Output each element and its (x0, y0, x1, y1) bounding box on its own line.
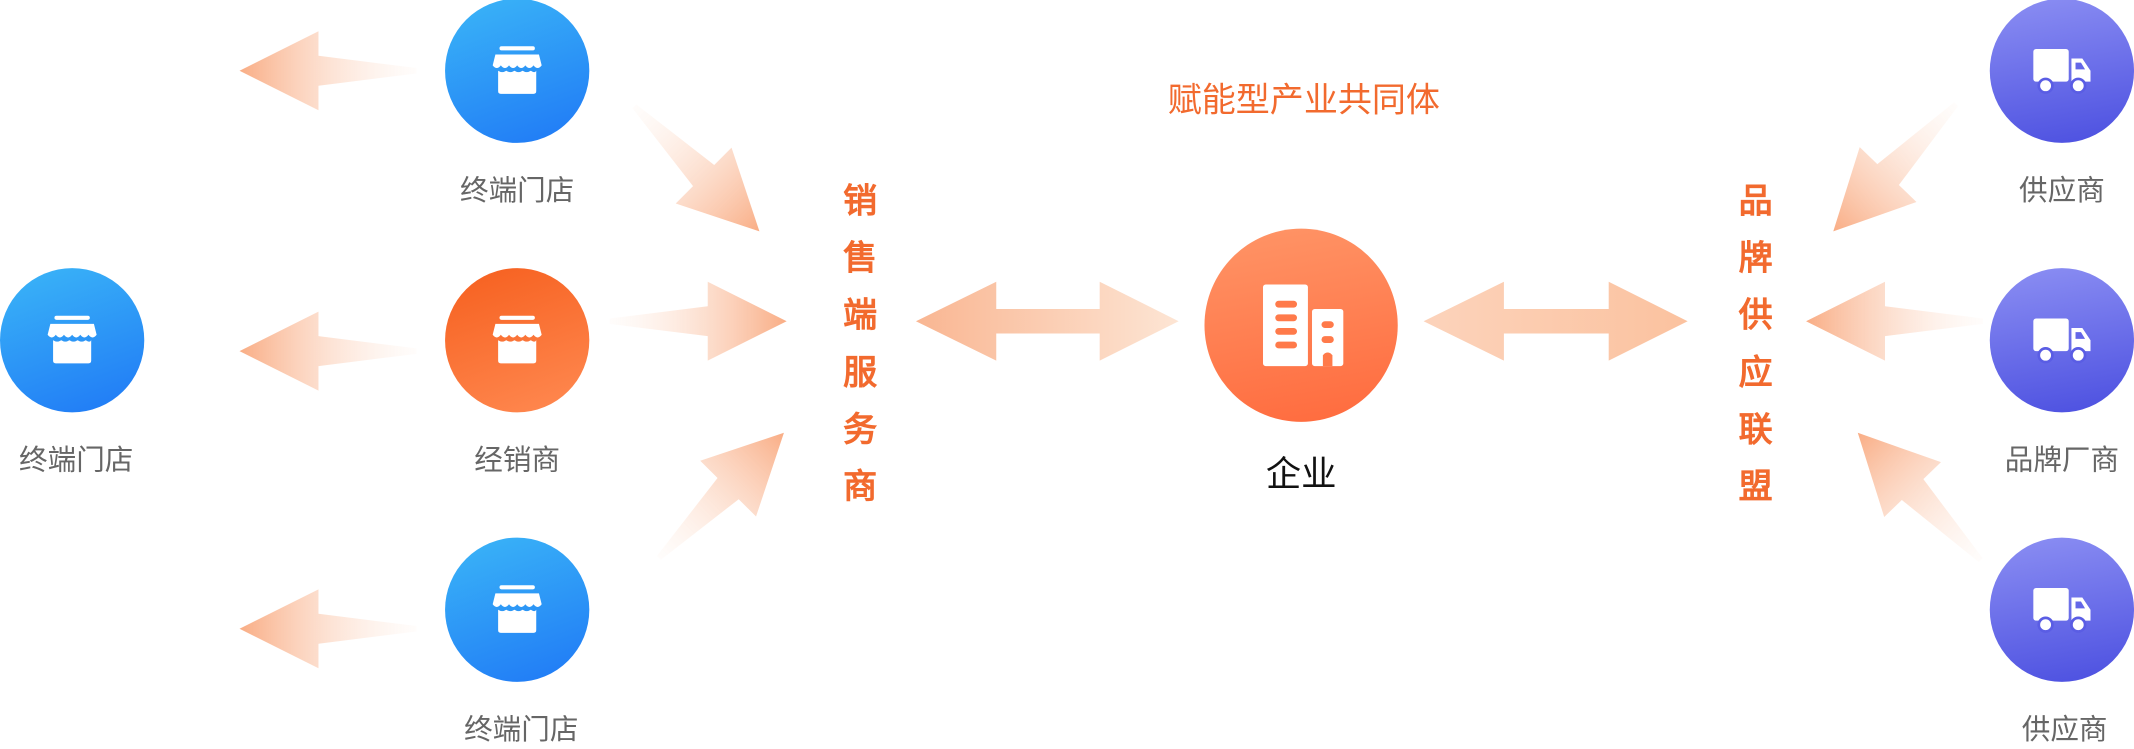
double-arrow-right (1423, 281, 1688, 361)
truck-icon (2033, 48, 2091, 94)
brand-manufacturer-node (1989, 268, 2134, 413)
arrow-supplier-top-to-alliance (1804, 76, 1985, 259)
arrow-store-top-to-sales (606, 78, 788, 260)
store-icon (492, 315, 542, 364)
store-label-left: 终端门店 (19, 443, 134, 477)
brand-alliance-label: 品牌供应联盟 (1733, 182, 1774, 526)
store-icon (492, 585, 542, 633)
enterprise-label: 企业 (1265, 454, 1337, 496)
arrow-brand-to-alliance (1806, 281, 1983, 361)
arrow-to-store-top (239, 31, 417, 111)
store-node-bottom (445, 537, 590, 682)
sales-service-label: 销售端服务商 (838, 182, 878, 526)
diagram-title: 赋能型产业共同体 (1167, 80, 1440, 120)
distributor-node (445, 268, 590, 413)
distributor-label: 经销商 (474, 443, 561, 477)
store-node-top (445, 0, 590, 143)
arrow-to-store-bottom (239, 589, 417, 669)
supplier-label-top: 供应商 (2019, 174, 2105, 207)
store-label-bottom: 终端门店 (464, 713, 579, 746)
supplier-node-bottom (1989, 537, 2134, 682)
double-arrow-left (915, 281, 1179, 361)
supplier-node-top (1989, 0, 2134, 143)
truck-icon (2033, 318, 2091, 364)
store-label-top: 终端门店 (460, 174, 575, 207)
arrow-store-bottom-to-sales (630, 404, 812, 586)
arrow-distributor-to-sales (609, 281, 787, 361)
brand-manufacturer-label: 品牌厂商 (2004, 443, 2120, 477)
supplier-label-bottom: 供应商 (2021, 713, 2108, 746)
arrow-to-store-left (239, 311, 417, 391)
store-node-left (0, 268, 145, 413)
building-icon (1263, 284, 1344, 367)
truck-icon (2033, 587, 2091, 633)
enterprise-node (1204, 228, 1398, 422)
store-icon (492, 46, 542, 94)
store-icon (47, 315, 97, 364)
arrow-supplier-bottom-to-alliance (1829, 405, 2010, 588)
